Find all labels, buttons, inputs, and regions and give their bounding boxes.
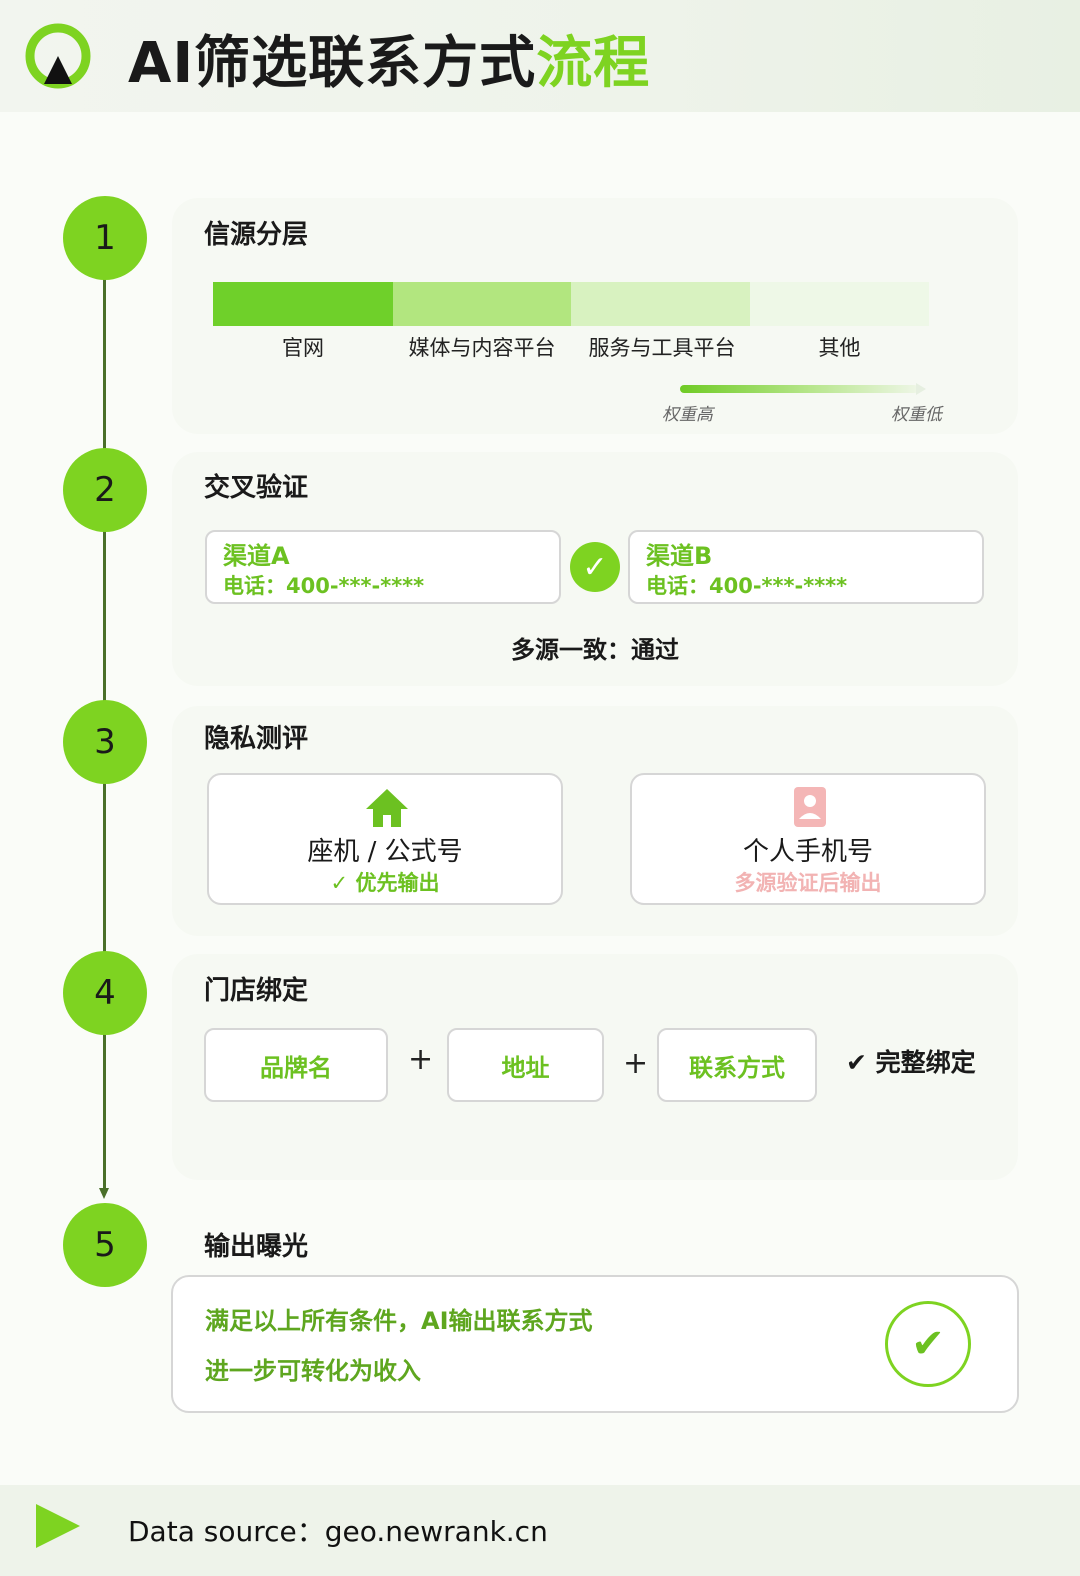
step-1-number: 1 [63, 196, 147, 280]
output-check-icon: ✔ [885, 1301, 971, 1387]
tier-label-other: 其他 [818, 336, 861, 360]
step-3-title: 隐私测评 [204, 724, 309, 754]
mobile-label: 个人手机号 [742, 837, 873, 867]
step-5-number: 5 [63, 1203, 147, 1287]
landline-option: 座机 / 公式号 ✓ 优先输出 [207, 773, 563, 905]
step-5-title: 输出曝光 [204, 1232, 309, 1262]
house-icon [366, 789, 408, 827]
landline-label: 座机 / 公式号 [307, 837, 463, 867]
timeline-arrow [99, 1188, 109, 1199]
tier-bar-service [571, 282, 750, 326]
output-line-2: 进一步可转化为收入 [205, 1357, 421, 1385]
logo-icon [25, 23, 91, 89]
tier-label-service: 服务与工具平台 [588, 336, 736, 360]
title-main: AI筛选联系方式 [128, 31, 537, 96]
check-icon: ✓ [570, 542, 620, 592]
footer: Data source：geo.newrank.cn [0, 1485, 1080, 1576]
tier-label-media: 媒体与内容平台 [408, 336, 556, 360]
tier-bar-official [213, 282, 393, 326]
bind-brand: 品牌名 [204, 1028, 388, 1102]
step-1-title: 信源分层 [204, 220, 309, 250]
channel-a-name: 渠道A [223, 542, 290, 570]
landline-note: ✓ 优先输出 [330, 871, 440, 895]
step-4-number: 4 [63, 951, 147, 1035]
plus-sign-2: + [623, 1046, 649, 1081]
channel-b-name: 渠道B [646, 542, 713, 570]
tier-label-official: 官网 [282, 336, 324, 360]
bind-result: ✔ 完整绑定 [846, 1048, 976, 1077]
data-source: Data source：geo.newrank.cn [128, 1515, 548, 1548]
channel-a-box: 渠道A 电话：400-***-**** [205, 530, 561, 604]
person-icon [794, 787, 826, 827]
plus-sign-1: + [408, 1042, 434, 1077]
bind-contact: 联系方式 [657, 1028, 817, 1102]
weight-low-label: 权重低 [891, 405, 942, 425]
step-2-number: 2 [63, 448, 147, 532]
title-accent: 流程 [536, 31, 651, 96]
tier-bar-media [393, 282, 571, 326]
verify-result: 多源一致：通过 [511, 636, 679, 664]
output-box: 满足以上所有条件，AI输出联系方式 进一步可转化为收入 ✔ [171, 1275, 1019, 1413]
weight-arrow-tip [916, 383, 926, 395]
weight-gradient-arrow [680, 385, 918, 393]
channel-a-phone: 电话：400-***-**** [223, 574, 425, 598]
bind-address: 地址 [447, 1028, 604, 1102]
page-title: AI筛选联系方式流程 [128, 18, 650, 99]
play-icon [36, 1504, 80, 1548]
channel-b-box: 渠道B 电话：400-***-**** [628, 530, 984, 604]
step-2-title: 交叉验证 [204, 473, 309, 503]
mobile-option: 个人手机号 多源验证后输出 [630, 773, 986, 905]
channel-b-phone: 电话：400-***-**** [646, 574, 848, 598]
output-line-1: 满足以上所有条件，AI输出联系方式 [205, 1307, 593, 1335]
header: AI筛选联系方式流程 [0, 0, 1080, 112]
weight-high-label: 权重高 [662, 405, 713, 425]
step-4-title: 门店绑定 [204, 976, 309, 1006]
step-3-number: 3 [63, 700, 147, 784]
tier-bar-other [750, 282, 929, 326]
mobile-note: 多源验证后输出 [734, 871, 882, 895]
